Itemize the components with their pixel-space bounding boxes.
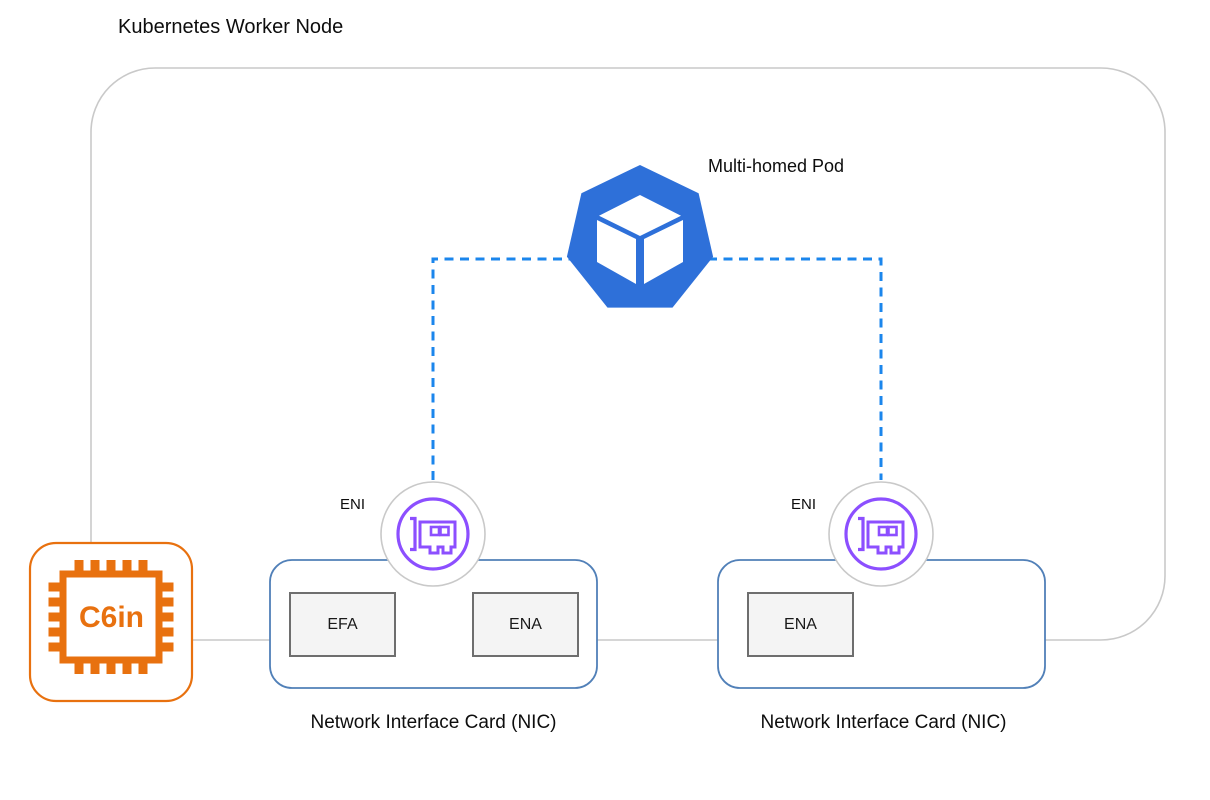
eni-port-right [887, 525, 898, 537]
eni-icon-left [380, 481, 486, 587]
eni-purple-ring [396, 497, 470, 571]
kubernetes-pod-icon [566, 165, 714, 308]
adapter-box-ena-left: ENA [472, 592, 579, 657]
instance-label: C6in [78, 601, 144, 634]
pod-eni-connector [431, 257, 883, 480]
nic-label-left: Network Interface Card (NIC) [310, 712, 557, 733]
eni-port-right [439, 525, 450, 537]
adapter-box-efa: EFA [289, 592, 396, 657]
nic-label-right: Network Interface Card (NIC) [760, 712, 1007, 733]
eni-card-glyph [866, 520, 905, 555]
pod-heptagon [566, 165, 714, 308]
cpu-chip-icon [48, 560, 174, 674]
eni-port-left [877, 525, 889, 537]
pod-label: Multi-homed Pod [708, 156, 845, 176]
adapter-box-ena-right: ENA [747, 592, 854, 657]
pod-cube-right-face [644, 220, 683, 284]
worker-node-container [90, 67, 1166, 641]
eni-bracket-glyph [858, 516, 865, 552]
diagram-title: Kubernetes Worker Node [118, 16, 344, 38]
pod-cube-top-face [599, 195, 681, 236]
pod-cube-left-face [597, 220, 636, 284]
eni-label-left: ENI [340, 496, 366, 513]
eni-port-left [429, 525, 441, 537]
eni-purple-ring [844, 497, 918, 571]
eni-label-right: ENI [791, 496, 817, 513]
eni-bracket-glyph [410, 516, 417, 552]
eni-card-glyph [418, 520, 457, 555]
eni-icon-right [828, 481, 934, 587]
